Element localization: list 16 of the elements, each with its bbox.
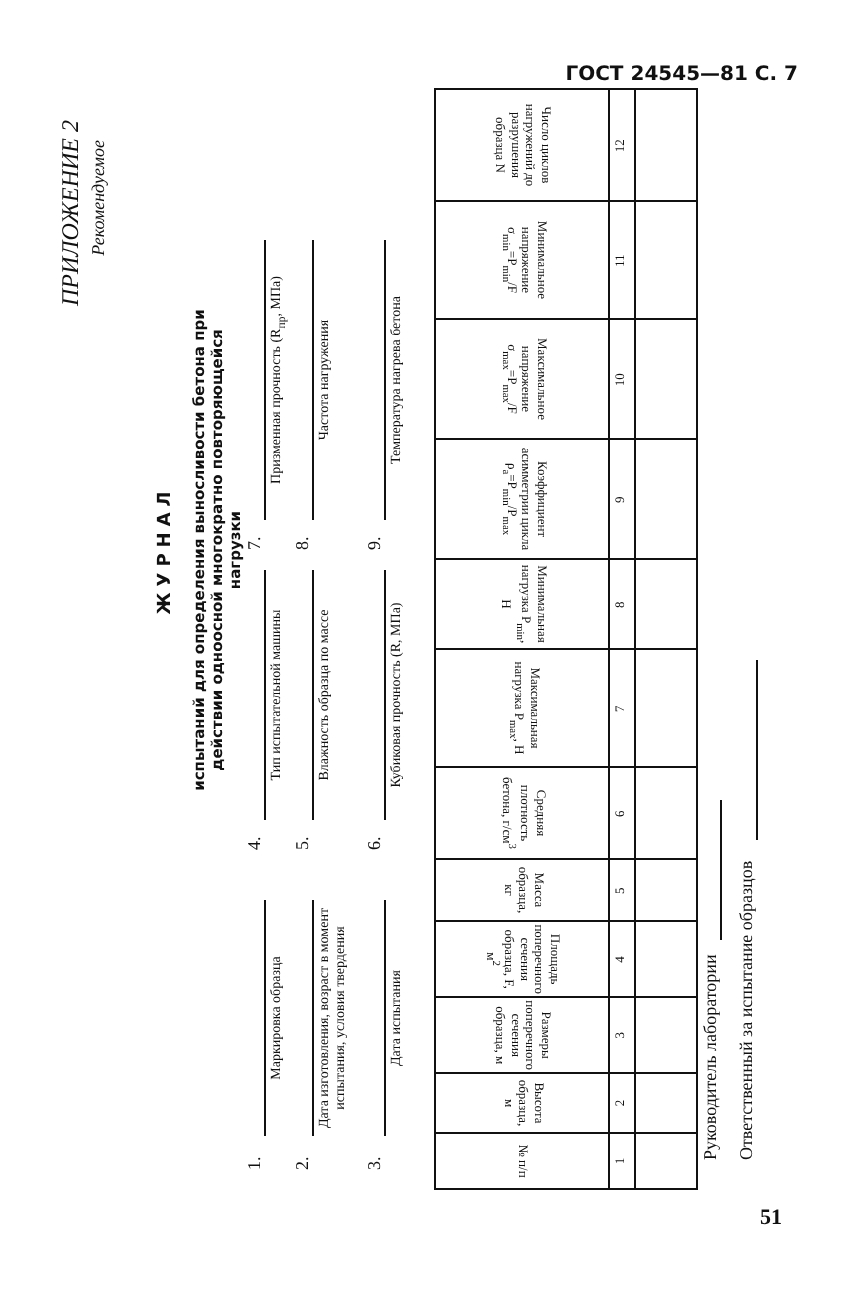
appendix-note: Рекомендуемое xyxy=(88,140,108,256)
journal-title: ЖУРНАЛ xyxy=(156,483,176,619)
item-number: 2. xyxy=(292,1156,312,1170)
item-number: 1. xyxy=(244,1156,264,1170)
appendix-heading: ПРИЛОЖЕНИЕ 2 xyxy=(56,120,86,306)
signature-label: Руководитель лаборатории xyxy=(700,954,720,1160)
item-number: 4. xyxy=(244,836,264,850)
page-number: 51 xyxy=(760,1206,782,1230)
item-number: 3. xyxy=(364,1156,384,1170)
page-header: ГОСТ 24545—81 С. 7 xyxy=(565,64,798,86)
item-number: 8. xyxy=(292,536,312,550)
item-number: 7. xyxy=(244,536,264,550)
item-number: 6. xyxy=(364,836,384,850)
item-number: 9. xyxy=(364,536,384,550)
signature-label: Ответственный за испытание образцов xyxy=(736,860,756,1160)
item-number: 5. xyxy=(292,836,312,850)
